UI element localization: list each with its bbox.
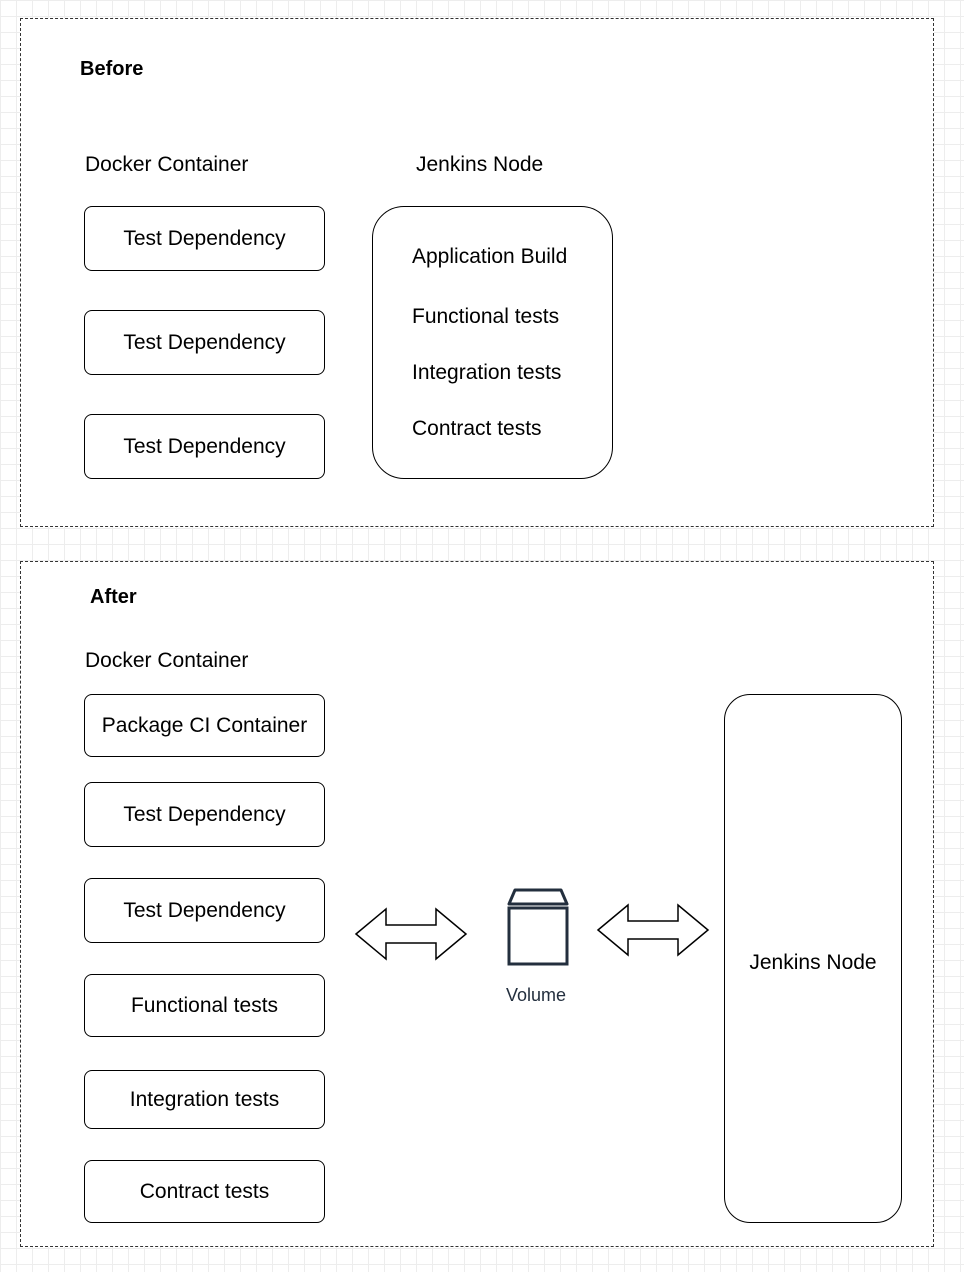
- volume-icon: [507, 888, 569, 966]
- before-docker-label: Docker Container: [85, 153, 249, 176]
- before-test-dependency-1: Test Dependency: [84, 206, 325, 271]
- before-jenkins-item-functional: Functional tests: [412, 305, 560, 328]
- after-jenkins-node-box: Jenkins Node: [724, 694, 902, 1223]
- before-title: Before: [80, 58, 144, 80]
- after-package-ci-container: Package CI Container: [84, 694, 325, 757]
- double-arrow-right-icon: [596, 903, 710, 957]
- double-arrow-left-icon: [354, 907, 468, 961]
- after-docker-label: Docker Container: [85, 649, 249, 672]
- before-jenkins-node-box: [372, 206, 613, 479]
- after-jenkins-label: Jenkins Node: [749, 950, 877, 974]
- volume-label: Volume: [506, 985, 567, 1005]
- after-test-dependency-1: Test Dependency: [84, 782, 325, 847]
- before-test-dependency-3: Test Dependency: [84, 414, 325, 479]
- after-integration-tests: Integration tests: [84, 1070, 325, 1129]
- before-test-dependency-2: Test Dependency: [84, 310, 325, 375]
- before-jenkins-label: Jenkins Node: [416, 153, 544, 176]
- after-title: After: [90, 586, 137, 608]
- after-functional-tests: Functional tests: [84, 974, 325, 1037]
- before-jenkins-item-contract: Contract tests: [412, 417, 542, 440]
- before-jenkins-item-app-build: Application Build: [412, 245, 568, 268]
- after-test-dependency-2: Test Dependency: [84, 878, 325, 943]
- after-contract-tests: Contract tests: [84, 1160, 325, 1223]
- before-jenkins-item-integration: Integration tests: [412, 361, 562, 384]
